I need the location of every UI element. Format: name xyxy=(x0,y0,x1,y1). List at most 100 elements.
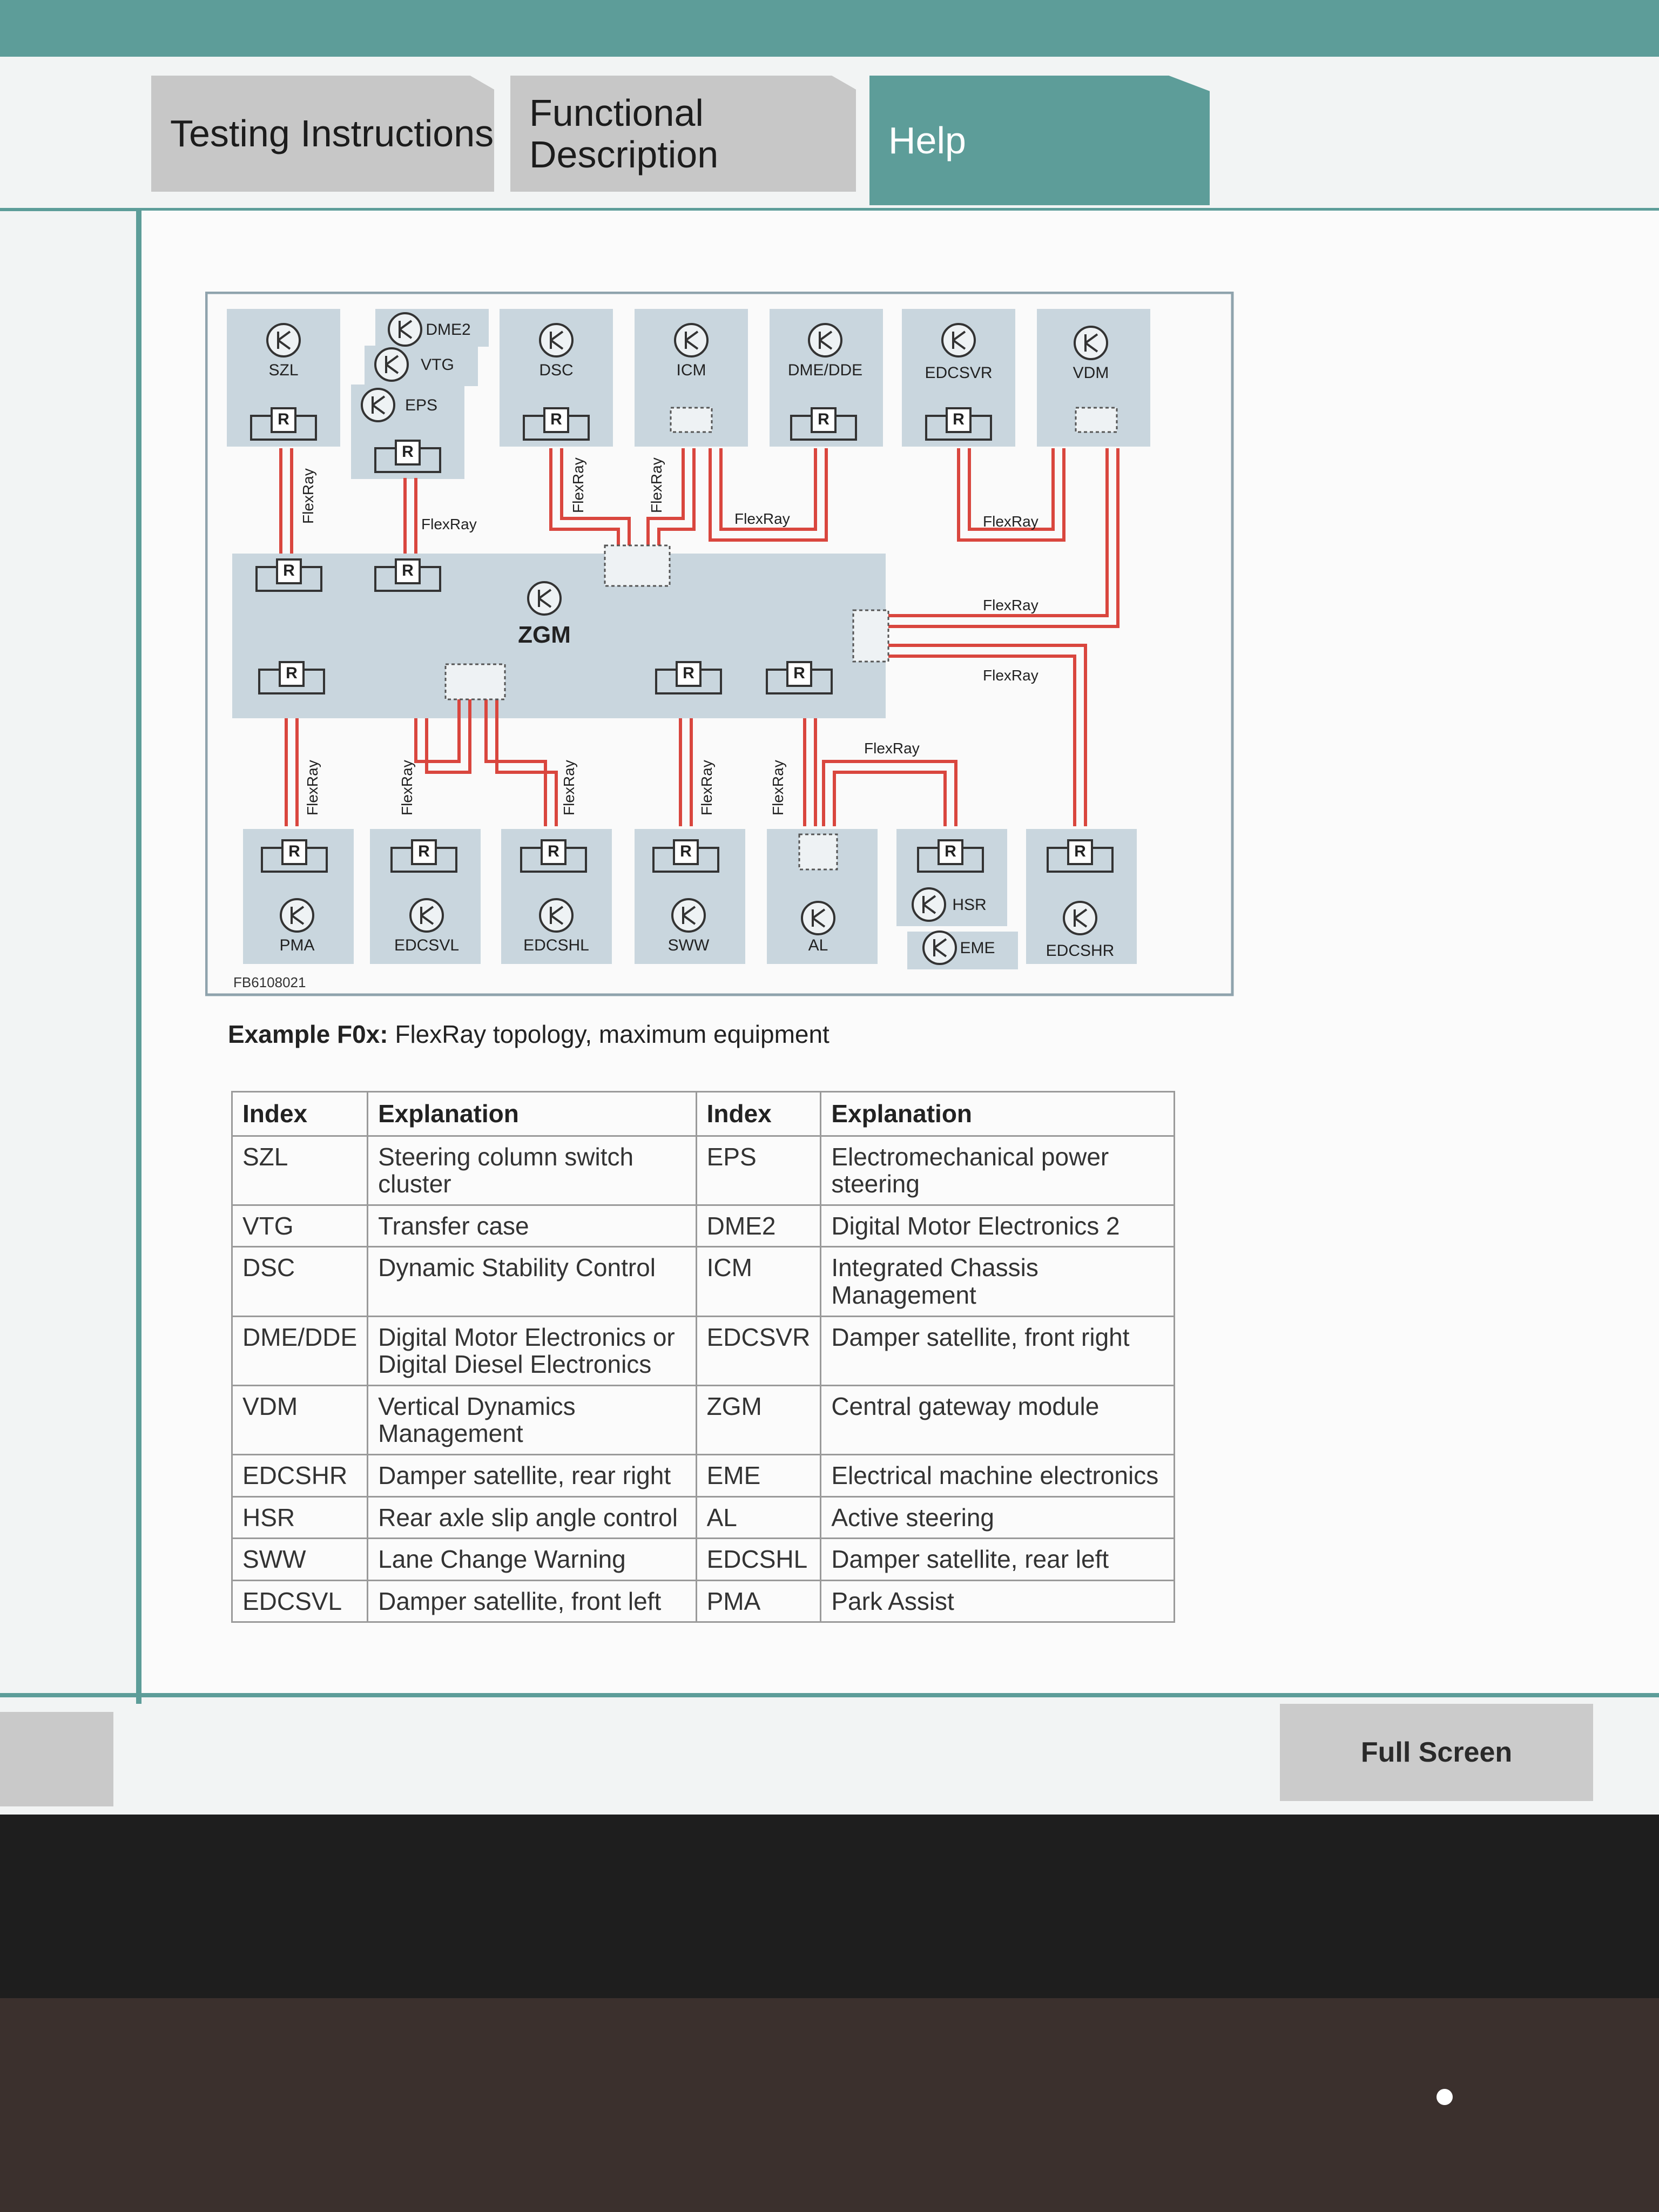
caption-prefix: Example F0x: xyxy=(228,1020,388,1048)
speaker-grill xyxy=(0,1998,1659,2212)
svg-text:R: R xyxy=(283,562,295,579)
label-eps: EPS xyxy=(405,396,437,414)
svg-text:FlexRay: FlexRay xyxy=(399,760,415,815)
svg-text:FlexRay: FlexRay xyxy=(304,760,321,815)
power-led-icon xyxy=(1437,2089,1453,2105)
table-cell: ICM xyxy=(695,1246,822,1317)
panel-bottom-border xyxy=(0,1693,1659,1697)
flexray-labels: FlexRay FlexRay FlexRay FlexRay FlexRay … xyxy=(300,457,1038,815)
dashed-connectors xyxy=(444,407,1118,871)
table-cell: Damper satellite, front right xyxy=(820,1315,1175,1386)
figure-id: FB6108021 xyxy=(233,974,306,990)
svg-text:R: R xyxy=(278,410,289,428)
label-dme-dde: DME/DDE xyxy=(788,361,862,379)
svg-text:FlexRay: FlexRay xyxy=(570,457,586,513)
tab-label: Functional Description xyxy=(529,91,719,176)
svg-text:R: R xyxy=(402,562,414,579)
flexray-topology-diagram: SZL DME2 VTG EPS DSC ICM DME/DDE EDCSVR … xyxy=(205,292,1234,996)
table-cell: Digital Motor Electronics 2 xyxy=(820,1204,1175,1248)
svg-text:R: R xyxy=(793,664,805,682)
svg-text:FlexRay: FlexRay xyxy=(698,760,715,815)
table-cell: EME xyxy=(695,1453,822,1498)
table-cell: Electromechanical power steering xyxy=(820,1135,1175,1206)
tab-testing-instructions[interactable]: Testing Instructions xyxy=(151,76,494,192)
tab-divider xyxy=(0,208,1659,211)
table-cell: Damper satellite, rear left xyxy=(820,1537,1175,1581)
table-header-row: Index Explanation Index Explanation xyxy=(231,1091,1175,1137)
svg-text:R: R xyxy=(548,842,559,860)
tab-functional-description[interactable]: Functional Description xyxy=(510,76,856,192)
label-edcsvl: EDCSVL xyxy=(394,936,459,954)
full-screen-button[interactable]: Full Screen xyxy=(1280,1704,1593,1801)
svg-text:R: R xyxy=(288,842,300,860)
top-bar xyxy=(0,0,1659,65)
svg-text:R: R xyxy=(1074,842,1086,860)
figure-caption: Example F0x: FlexRay topology, maximum e… xyxy=(228,1020,830,1049)
zgm-block xyxy=(232,554,886,718)
svg-text:R: R xyxy=(953,410,965,428)
label-edcshl: EDCSHL xyxy=(523,936,589,954)
svg-text:FlexRay: FlexRay xyxy=(770,760,786,815)
label-edcsvr: EDCSVR xyxy=(925,364,992,382)
tab-label: Testing Instructions xyxy=(170,112,494,154)
label-icm: ICM xyxy=(677,361,706,379)
table-cell: EDCSVL xyxy=(231,1579,369,1623)
table-cell: Dynamic Stability Control xyxy=(367,1246,697,1317)
table-cell: Integrated Chassis Management xyxy=(820,1246,1175,1317)
label-al: AL xyxy=(808,936,828,954)
svg-text:FlexRay: FlexRay xyxy=(421,516,477,532)
svg-text:R: R xyxy=(683,664,694,682)
svg-text:FlexRay: FlexRay xyxy=(983,597,1038,613)
table-cell: AL xyxy=(695,1495,822,1540)
svg-text:FlexRay: FlexRay xyxy=(864,740,920,757)
label-dme2: DME2 xyxy=(426,321,470,339)
tab-help[interactable]: Help xyxy=(869,76,1210,205)
svg-text:R: R xyxy=(818,410,830,428)
full-screen-label: Full Screen xyxy=(1360,1737,1513,1768)
svg-text:R: R xyxy=(418,842,430,860)
table-cell: VTG xyxy=(231,1204,369,1248)
column-header: Explanation xyxy=(367,1091,697,1137)
label-sww: SWW xyxy=(668,936,710,954)
resistor-labels: R R R R R R R R R R R R R R R R xyxy=(278,410,1086,860)
table-cell: Digital Motor Electronics or Digital Die… xyxy=(367,1315,697,1386)
label-zgm: ZGM xyxy=(518,622,571,648)
module-labels: SZL DME2 VTG EPS DSC ICM DME/DDE EDCSVR … xyxy=(268,321,1114,960)
table-cell: PMA xyxy=(695,1579,822,1623)
table-cell: Active steering xyxy=(820,1495,1175,1540)
label-pma: PMA xyxy=(279,936,314,954)
svg-text:R: R xyxy=(945,842,956,860)
caption-text: FlexRay topology, maximum equipment xyxy=(388,1020,830,1048)
svg-text:R: R xyxy=(402,443,414,461)
table-cell: HSR xyxy=(231,1495,369,1540)
table-cell: Electrical machine electronics xyxy=(820,1453,1175,1498)
table-cell: Lane Change Warning xyxy=(367,1537,697,1581)
table-cell: Park Assist xyxy=(820,1579,1175,1623)
table-cell: EDCSHR xyxy=(231,1453,369,1498)
label-dsc: DSC xyxy=(539,361,573,379)
table-cell: EDCSVR xyxy=(695,1315,822,1386)
column-header: Explanation xyxy=(820,1091,1175,1137)
svg-text:R: R xyxy=(680,842,692,860)
svg-text:R: R xyxy=(286,664,298,682)
table-cell: Rear axle slip angle control xyxy=(367,1495,697,1540)
label-vtg: VTG xyxy=(421,356,454,374)
label-szl: SZL xyxy=(268,361,298,379)
left-partial-button[interactable]: rd xyxy=(0,1712,113,1806)
table-cell: DME2 xyxy=(695,1204,822,1248)
table-cell: DSC xyxy=(231,1246,369,1317)
column-header: Index xyxy=(695,1091,822,1137)
label-edcshr: EDCSHR xyxy=(1046,942,1115,960)
label-eme: EME xyxy=(960,939,995,957)
table-cell: Damper satellite, rear right xyxy=(367,1453,697,1498)
table-cell: EPS xyxy=(695,1135,822,1206)
